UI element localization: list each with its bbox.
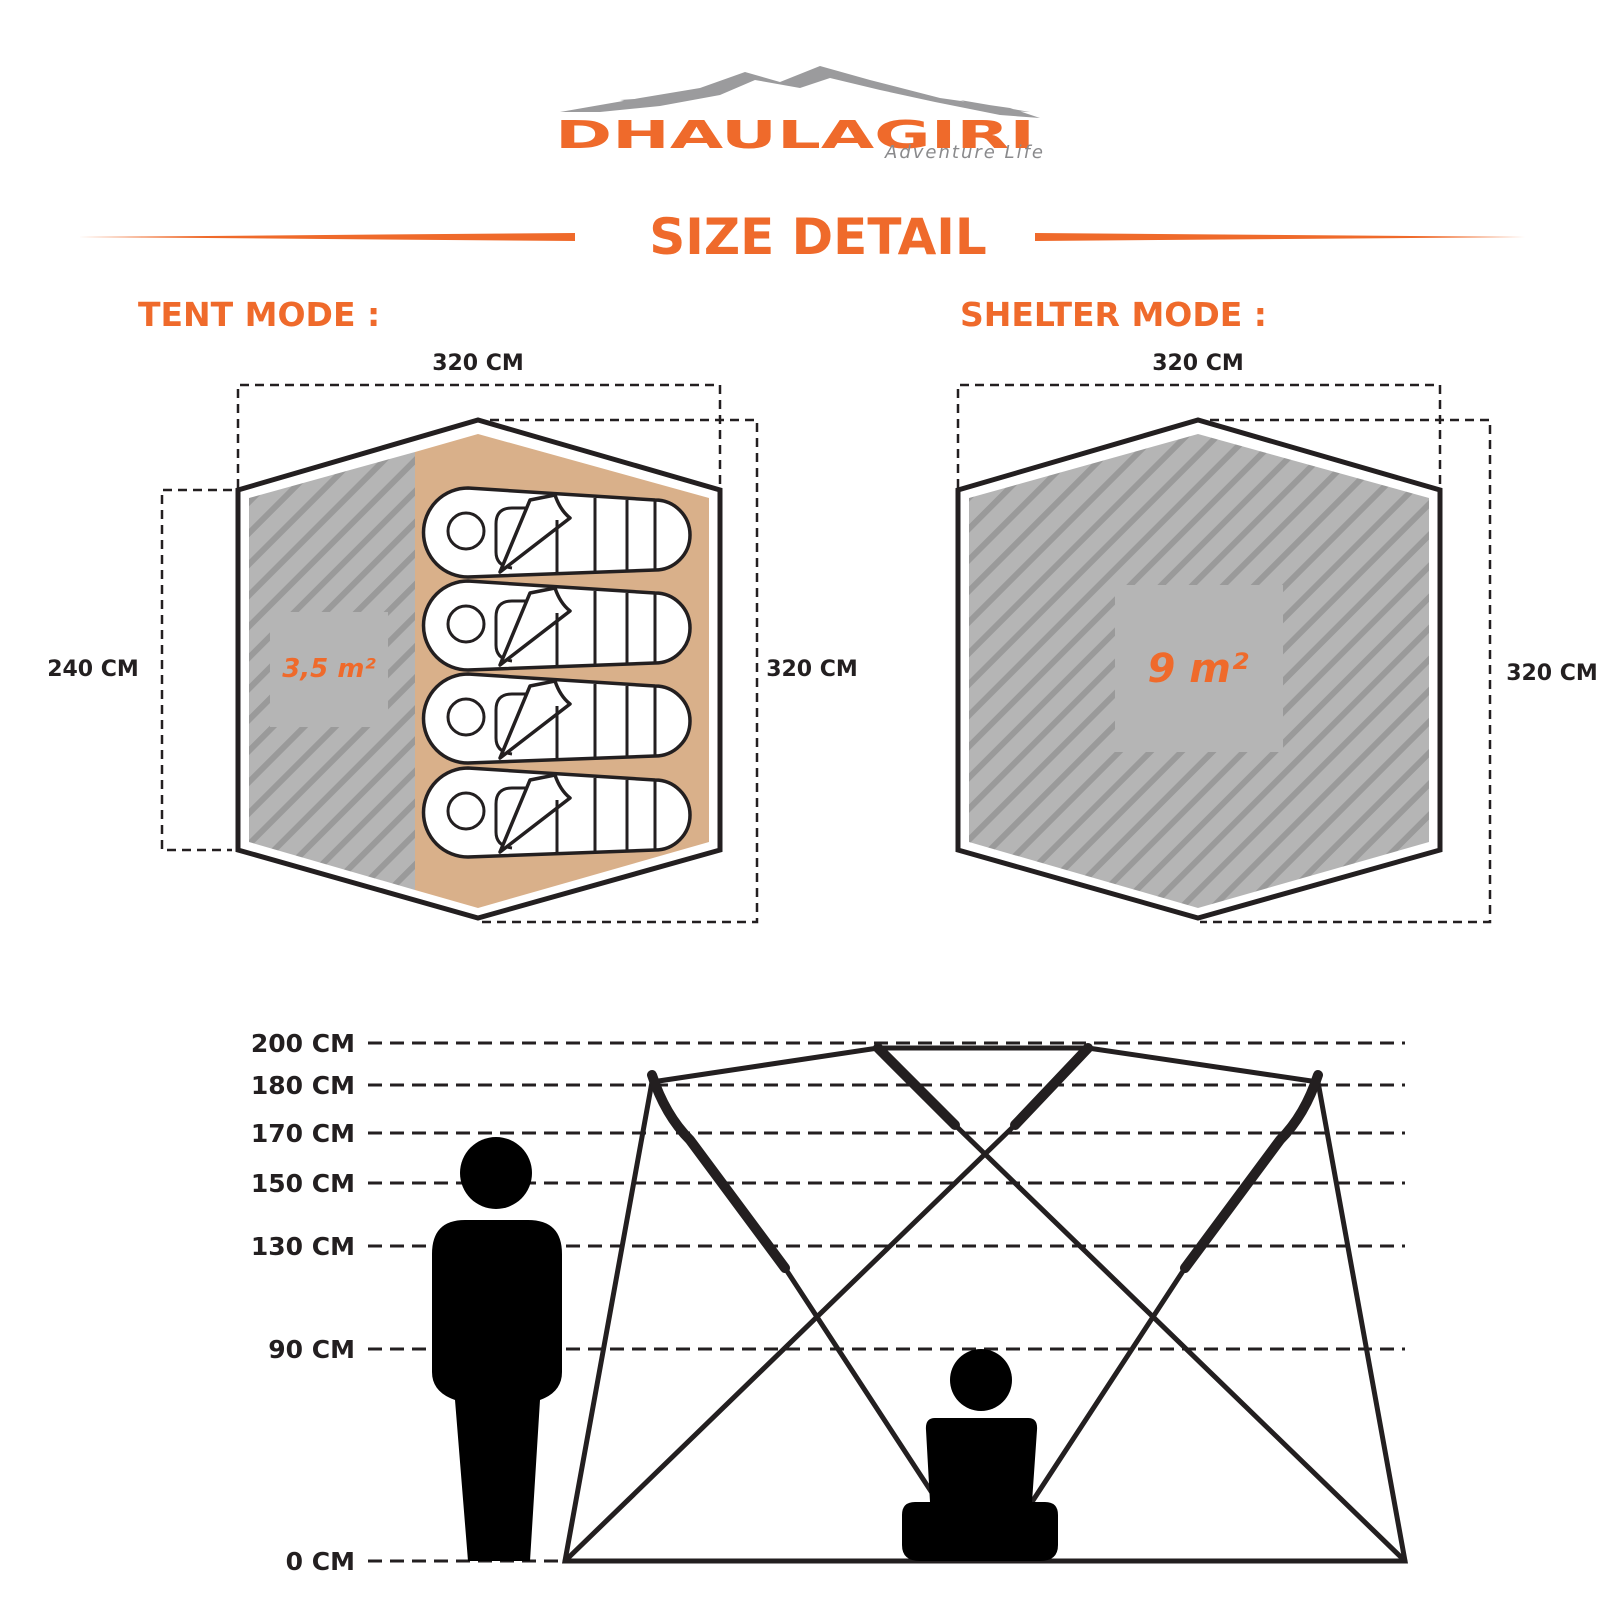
tent-width-label: 320 CM — [432, 351, 524, 376]
vestibule-area-box — [270, 612, 388, 727]
tent-mode-heading: TENT MODE : — [138, 295, 380, 334]
height-label-150: 150 CM — [251, 1169, 355, 1198]
cross-pole-left-thick — [1010, 1043, 1093, 1130]
side-pole-right-thick — [1180, 1070, 1323, 1273]
tent-depth-label: 320 CM — [766, 657, 858, 682]
title-divider-right — [1035, 233, 1530, 241]
height-label-130: 130 CM — [251, 1232, 355, 1261]
tent-mode-section: TENT MODE : 320 CM 240 CM 320 CM 3,5 m² — [47, 295, 858, 924]
vestibule-area-label: 3,5 m² — [282, 654, 376, 684]
standing-person-icon — [432, 1137, 562, 1561]
tent-side-view — [562, 1043, 1408, 1564]
sleeping-bag-icon — [421, 486, 692, 579]
height-label-170: 170 CM — [251, 1119, 355, 1148]
tent-width-dimension — [236, 383, 722, 488]
shelter-mode-heading: SHELTER MODE : — [960, 295, 1267, 334]
logo-tagline-text: Adventure Life — [884, 142, 1045, 163]
tent-depth-dimension — [480, 418, 759, 924]
height-label-180: 180 CM — [251, 1071, 355, 1100]
shelter-depth-label: 320 CM — [1506, 661, 1598, 686]
logo-brand-text: DHAULAGIRI — [555, 113, 1035, 157]
shelter-area-label: 9 m² — [1148, 646, 1249, 692]
cross-pole-right-thick — [873, 1043, 960, 1130]
height-label-90: 90 CM — [268, 1335, 355, 1364]
height-label-200: 200 CM — [251, 1029, 355, 1058]
page-title: SIZE DETAIL — [649, 208, 986, 266]
shelter-area-box — [1115, 585, 1283, 752]
shelter-width-dimension — [956, 383, 1442, 488]
height-label-0: 0 CM — [286, 1547, 355, 1576]
title-divider-left — [78, 233, 575, 241]
cross-pole-left — [562, 1122, 1018, 1564]
sleeping-bag-icon — [421, 579, 692, 672]
height-scale: 200 CM 180 CM 170 CM 150 CM 130 CM 90 CM 0 CM — [251, 1029, 1405, 1576]
shelter-width-label: 320 CM — [1152, 351, 1244, 376]
cross-pole-right — [952, 1122, 1408, 1564]
tent-side-label: 240 CM — [47, 657, 139, 682]
side-pole-right — [1027, 1265, 1188, 1508]
side-pole-left-thick — [647, 1070, 790, 1273]
brand-logo: DHAULAGIRI Adventure Life — [555, 66, 1045, 163]
tent-side-dimension — [160, 488, 232, 852]
sleeping-bag-icon — [421, 672, 692, 765]
mountain-logo-icon — [560, 66, 1040, 118]
shelter-mode-section: SHELTER MODE : 320 CM 320 CM 9 m² — [955, 295, 1598, 924]
side-pole-left — [782, 1265, 943, 1508]
sleeping-bag-icon — [421, 766, 692, 859]
sitting-person-icon — [902, 1349, 1058, 1561]
shelter-depth-dimension — [1200, 418, 1492, 924]
